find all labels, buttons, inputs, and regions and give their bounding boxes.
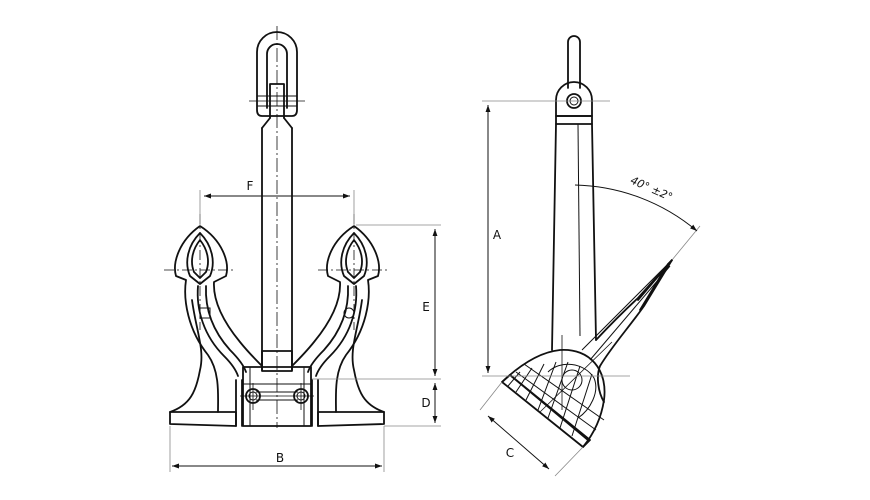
side-crown <box>501 335 613 448</box>
side-view <box>501 35 673 448</box>
dimension-label-a: A <box>493 228 502 242</box>
front-view <box>164 26 390 428</box>
base-plate <box>169 379 385 427</box>
dimension-label-f: F <box>247 179 254 193</box>
dimension-label-b: B <box>276 451 284 465</box>
dimension-f: F <box>199 179 355 226</box>
dimension-label-angle: 40° ±2° <box>628 174 674 204</box>
dimension-a: A <box>482 100 630 377</box>
dimension-label-c: C <box>506 446 514 460</box>
dimension-label-e: E <box>422 300 430 314</box>
dimension-d: D <box>384 383 441 427</box>
side-shank <box>551 123 597 351</box>
left-arm <box>169 225 263 413</box>
dimension-label-d: D <box>421 396 430 410</box>
dimension-c: C <box>479 381 584 477</box>
dimension-e: E <box>312 224 441 380</box>
dimension-b: B <box>169 426 385 472</box>
side-shackle <box>555 35 593 125</box>
side-fluke <box>581 259 673 403</box>
